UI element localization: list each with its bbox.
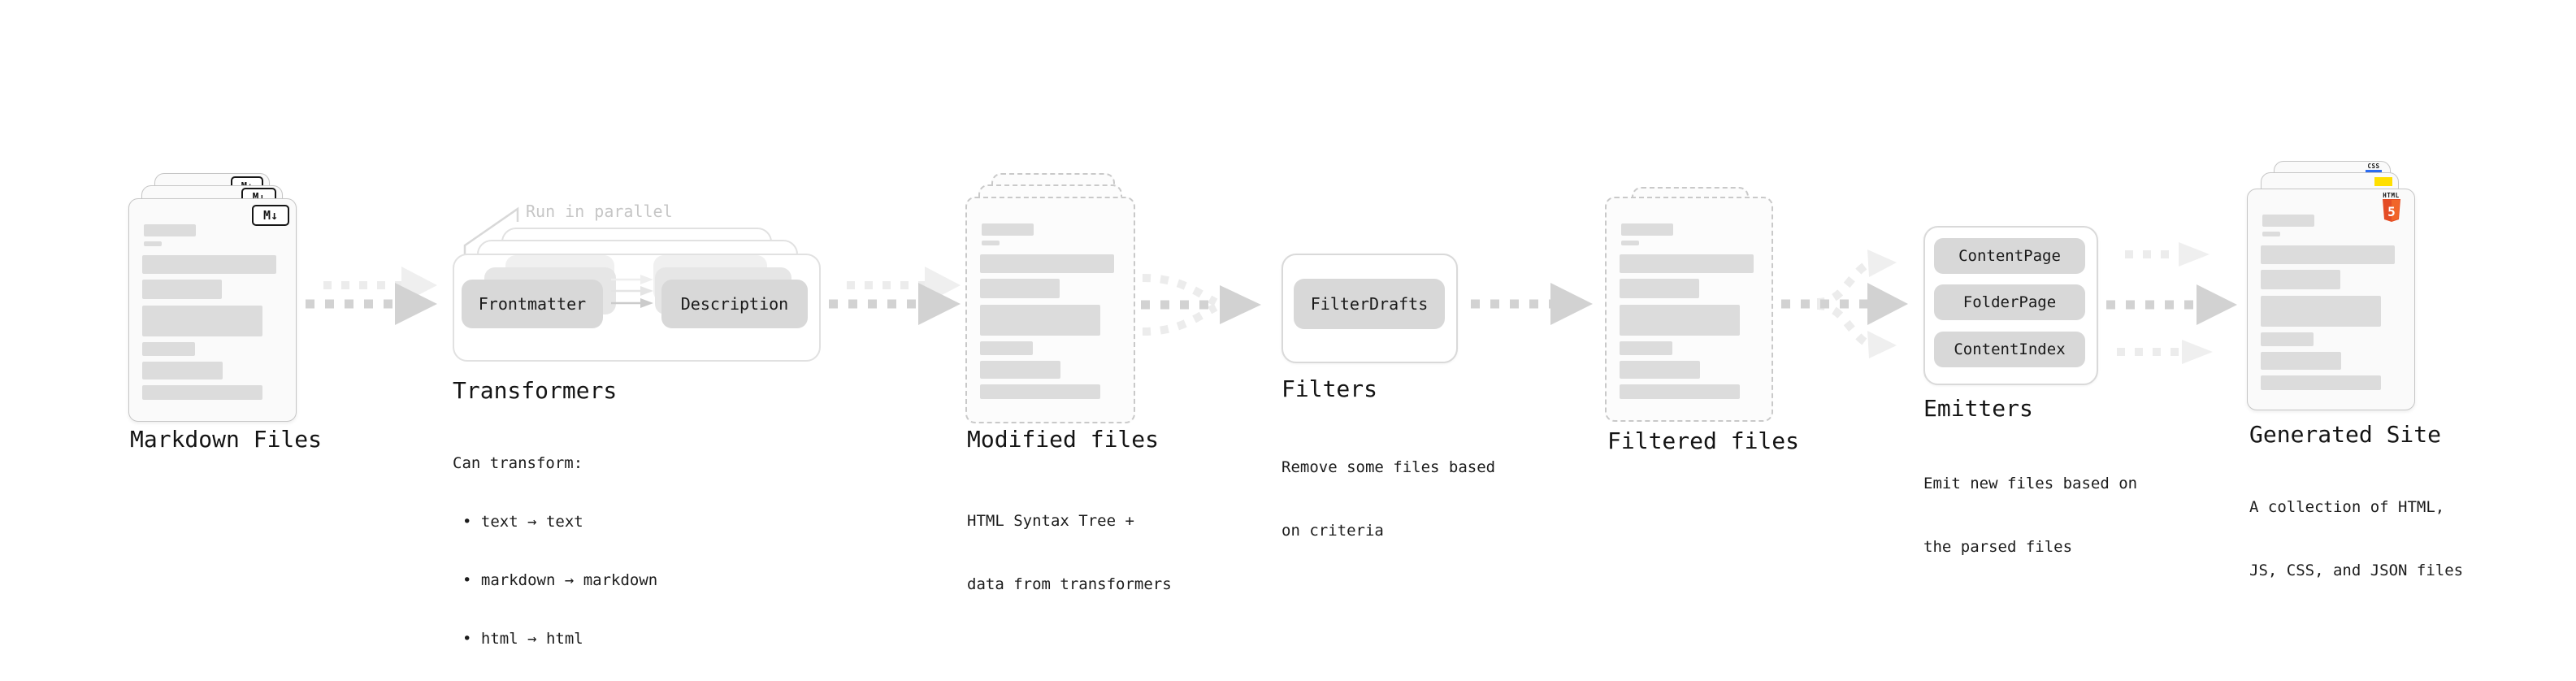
description-line: • text → text [462, 513, 583, 531]
text-line-placeholder [142, 306, 262, 336]
html5-word: HTML [2383, 192, 2400, 199]
filter-box-label: FilterDrafts [1310, 294, 1429, 314]
css-icon: CSS [2366, 163, 2382, 172]
transformer-box-description: Description [661, 280, 808, 328]
markdown-icon: M↓ [252, 205, 289, 226]
text-line-placeholder [980, 254, 1114, 273]
markdown-badge-text: M↓ [262, 208, 279, 223]
parallel-mini-arrows [611, 275, 653, 308]
generated-site-file-front [2247, 189, 2415, 410]
description-line: JS, CSS, and JSON files [2249, 562, 2464, 579]
text-line-placeholder [2262, 232, 2280, 236]
text-line-placeholder [1620, 384, 1740, 399]
filters-description: Remove some files based on criteria [1281, 414, 1495, 583]
filter-box-filterdrafts: FilterDrafts [1294, 279, 1445, 329]
transformer-box-label: Frontmatter [478, 294, 587, 314]
text-line-placeholder [2261, 352, 2341, 370]
dashed-arrow-connector [829, 267, 961, 325]
modified-files-description: HTML Syntax Tree + data from transformer… [967, 468, 1172, 637]
text-line-placeholder [2261, 332, 2314, 346]
text-line-placeholder [980, 305, 1100, 336]
description-line: • markdown → markdown [462, 571, 658, 589]
text-line-placeholder [982, 241, 1000, 245]
text-line-placeholder [1620, 361, 1700, 379]
description-line: Remove some files based [1281, 458, 1496, 476]
emitter-box-label: ContentPage [1958, 247, 2061, 265]
run-in-parallel-annotation: Run in parallel [526, 202, 673, 221]
text-line-placeholder [1620, 341, 1672, 355]
emitter-box-folderpage: FolderPage [1934, 284, 2085, 320]
text-line-placeholder [980, 341, 1033, 355]
text-line-placeholder [142, 385, 262, 400]
text-line-placeholder [142, 280, 222, 299]
text-line-placeholder [980, 279, 1060, 298]
text-line-placeholder [982, 223, 1034, 236]
emitter-box-contentpage: ContentPage [1934, 238, 2085, 274]
text-line-placeholder [142, 255, 276, 274]
text-line-placeholder [980, 384, 1100, 399]
text-line-placeholder [2262, 215, 2314, 227]
emitters-description: Emit new files based on the parsed files [1923, 431, 2137, 600]
text-line-placeholder [144, 224, 196, 236]
text-line-placeholder [142, 362, 223, 380]
split-arrow-connector [1781, 249, 1908, 358]
description-line: on criteria [1281, 522, 1384, 540]
dashed-arrow-connector [306, 267, 437, 325]
description-line: Emit new files based on [1923, 475, 2138, 492]
stage-label-transformers: Transformers [453, 377, 618, 404]
dashed-arrow-connector [1471, 283, 1593, 325]
transformers-description: Can transform: • text → text • markdown … [453, 414, 657, 681]
text-line-placeholder [2261, 375, 2381, 390]
javascript-icon [2374, 177, 2392, 186]
stage-label-filters: Filters [1281, 375, 1378, 402]
stage-label-modified-files: Modified files [967, 426, 1160, 453]
html5-number: 5 [2387, 204, 2396, 219]
description-line: the parsed files [1923, 538, 2073, 556]
emitter-box-label: FolderPage [1962, 293, 2057, 311]
merge-arrow-connector [1141, 274, 1261, 336]
html5-icon: HTML 5 [2381, 192, 2401, 225]
css-badge-text: CSS [2367, 163, 2380, 170]
text-line-placeholder [144, 241, 162, 246]
emitter-box-label: ContentIndex [1954, 340, 2066, 358]
filtered-file-front [1605, 197, 1773, 422]
text-line-placeholder [980, 361, 1060, 379]
text-line-placeholder [142, 342, 195, 356]
text-line-placeholder [1621, 241, 1639, 245]
text-line-placeholder [1620, 279, 1699, 298]
text-line-placeholder [2261, 245, 2395, 264]
text-line-placeholder [1620, 254, 1754, 273]
description-line: data from transformers [967, 575, 1172, 593]
triple-arrow-connector [2106, 242, 2237, 364]
stage-label-markdown-files: Markdown Files [130, 426, 323, 453]
description-line: Can transform: [453, 454, 583, 472]
description-line: A collection of HTML, [2249, 498, 2445, 516]
stage-label-emitters: Emitters [1923, 395, 2033, 422]
text-line-placeholder [2261, 270, 2340, 289]
text-line-placeholder [2261, 296, 2381, 327]
transformer-box-label: Description [680, 294, 789, 314]
stage-label-generated-site: Generated Site [2249, 421, 2442, 448]
generated-site-description: A collection of HTML, JS, CSS, and JSON … [2249, 454, 2463, 623]
description-line: HTML Syntax Tree + [967, 512, 1134, 530]
text-line-placeholder [1620, 305, 1740, 336]
text-line-placeholder [1621, 223, 1673, 236]
annotation-leader-line [463, 206, 519, 258]
modified-file-front [965, 197, 1135, 423]
html5-shield: 5 [2382, 199, 2400, 222]
description-line: • html → html [462, 630, 583, 648]
stage-label-filtered-files: Filtered files [1607, 427, 1800, 454]
transformer-box-frontmatter: Frontmatter [462, 280, 603, 328]
emitter-box-contentindex: ContentIndex [1934, 332, 2085, 367]
markdown-file-front [128, 198, 297, 422]
